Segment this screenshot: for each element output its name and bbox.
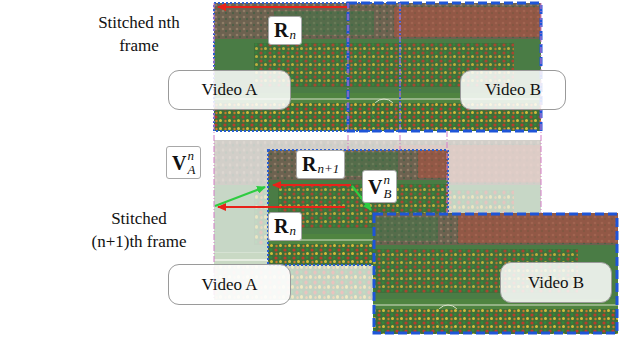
- vector-label-box: VnA: [166, 146, 201, 179]
- superscript: n: [187, 149, 195, 163]
- frame-caption: Stitched nth frame: [86, 12, 192, 58]
- vector-symbol: V: [172, 152, 186, 174]
- subscript: B: [383, 187, 391, 201]
- script-spacer: [317, 153, 339, 162]
- vector-label-box: Rn: [268, 16, 302, 45]
- video-label-box: Video B: [500, 262, 612, 303]
- video-label-box: Video B: [460, 70, 566, 110]
- script-stack: n+1: [317, 153, 339, 176]
- vector-symbol: R: [274, 215, 288, 237]
- vector-label-box: Rn: [268, 212, 302, 241]
- video-name: Video A: [201, 275, 257, 295]
- subscript: n: [289, 224, 296, 238]
- vector-symbol: R: [302, 153, 316, 175]
- script-stack: n: [289, 215, 296, 238]
- script-stack: n: [289, 19, 296, 42]
- subscript: A: [187, 163, 195, 177]
- subscript: n: [289, 28, 296, 42]
- video-label-box: Video A: [168, 70, 291, 110]
- video-name: Video B: [528, 273, 584, 293]
- vector-label-box: Rn+1: [296, 150, 345, 179]
- vector-symbol: V: [368, 176, 382, 198]
- subscript: n+1: [317, 162, 339, 176]
- frame-caption: Stitched (n+1)th frame: [86, 208, 192, 254]
- vector-label-box: VnB: [362, 170, 397, 203]
- script-spacer: [289, 215, 296, 224]
- video-label-box: Video A: [168, 264, 291, 305]
- script-spacer: [289, 19, 296, 28]
- video-name: Video A: [201, 80, 257, 100]
- vector-symbol: R: [274, 19, 288, 41]
- superscript: n: [383, 173, 391, 187]
- script-stack: nA: [187, 149, 195, 176]
- video-name: Video B: [485, 80, 541, 100]
- script-stack: nB: [383, 173, 391, 200]
